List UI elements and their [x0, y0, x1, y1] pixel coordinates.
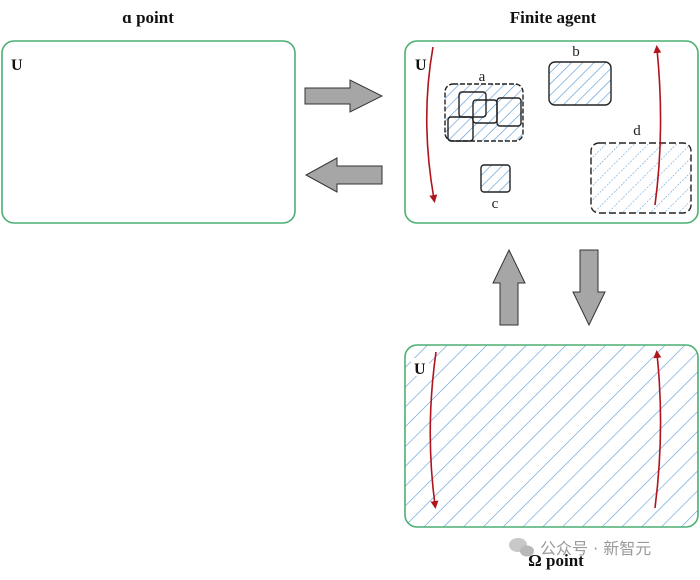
- omega-point-title: Ω point: [528, 551, 584, 570]
- cycle-arrow-up: [653, 45, 662, 206]
- wechat-icon: [509, 538, 534, 557]
- omega-cycle-arrow-up: [653, 350, 662, 509]
- watermark-text: 公众号 · 新智元: [540, 539, 651, 558]
- set-c: [480, 164, 511, 193]
- omega-universe-label: U: [414, 361, 426, 378]
- arrow-right: [304, 79, 384, 113]
- set-d-label: d: [633, 123, 641, 139]
- arrow-left: [304, 157, 383, 193]
- cycle-arrow-down: [425, 46, 438, 203]
- arrow-up: [492, 248, 526, 326]
- arrow-down: [572, 249, 606, 327]
- omega-cycle-arrow-down: [429, 351, 439, 509]
- finite-agent-title: Finite agent: [510, 8, 597, 27]
- alpha-point-title: ɑ point: [122, 8, 174, 27]
- set-b-label: b: [572, 44, 580, 60]
- alpha-universe-label: U: [11, 57, 23, 74]
- finite-universe-label: U: [415, 57, 427, 74]
- alpha-panel: [1, 40, 296, 224]
- set-a: [444, 83, 524, 142]
- omega-label-bg: [411, 358, 429, 376]
- omega-panel: [404, 344, 699, 528]
- set-b: [548, 61, 612, 106]
- set-d: [590, 142, 692, 214]
- set-a-label: a: [479, 69, 486, 85]
- set-c-label: c: [492, 196, 499, 212]
